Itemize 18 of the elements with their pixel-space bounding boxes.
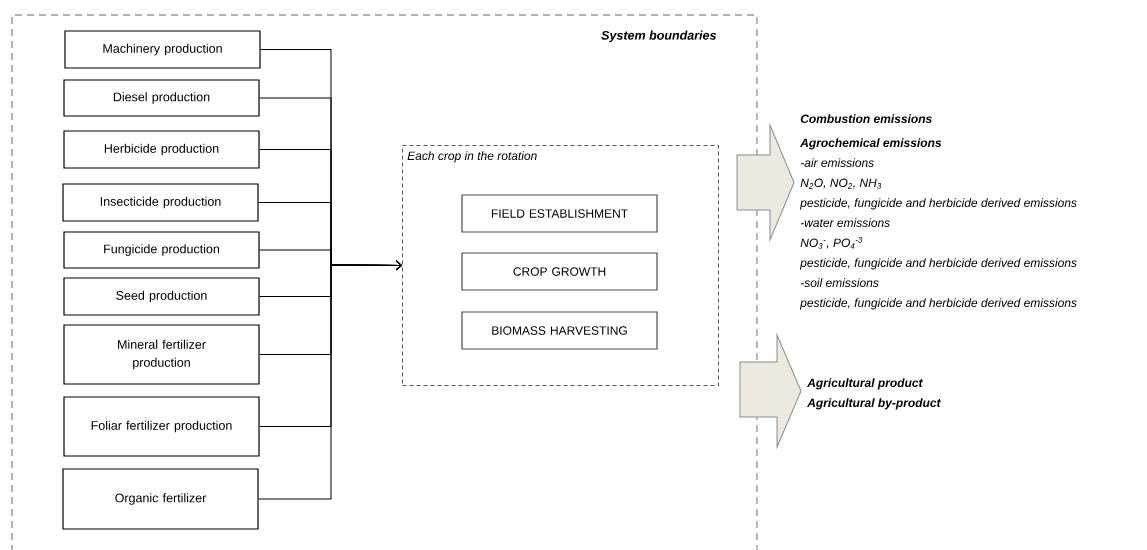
process-box: Foliar fertilizer production	[63, 396, 260, 457]
block-arrow	[736, 124, 795, 241]
emission-text: Combustion emissions Agrochemical emissions -air emissions N$_{2}$O, NO$_{2}$, NH$_{3}$ pesticide, fungicide and herbicide derived emissions -water emissions NO$_{3}$$^{-}$, PO$_{4}$-3 pesticide, fungicide and herbicide derived emissions -soil emissions pesticide, fungicide and herbicide derived emissions	[799, 114, 1077, 310]
block-arrow	[739, 334, 802, 448]
process-box: Machinery production	[64, 30, 261, 69]
process-box: Fungicide production	[63, 231, 260, 269]
process-box: Organic fertilizer	[62, 468, 259, 530]
process-box: Seed production	[63, 277, 260, 316]
product-text: Agricultural product Agricultural by-product	[806, 378, 941, 410]
connector-arrow	[258, 260, 402, 500]
boundary-title: System boundaries	[601, 30, 717, 43]
process-box: Mineral fertilizer production	[63, 324, 260, 385]
stage-box: BIOMASS HARVESTING	[461, 311, 658, 350]
stage-box: CROP GROWTH	[461, 252, 658, 291]
process-box: Herbicide production	[63, 130, 260, 169]
stage-box: FIELD ESTABLISHMENT	[461, 194, 658, 233]
process-box: Insecticide production	[62, 183, 259, 222]
process-box: Diesel production	[63, 79, 260, 117]
